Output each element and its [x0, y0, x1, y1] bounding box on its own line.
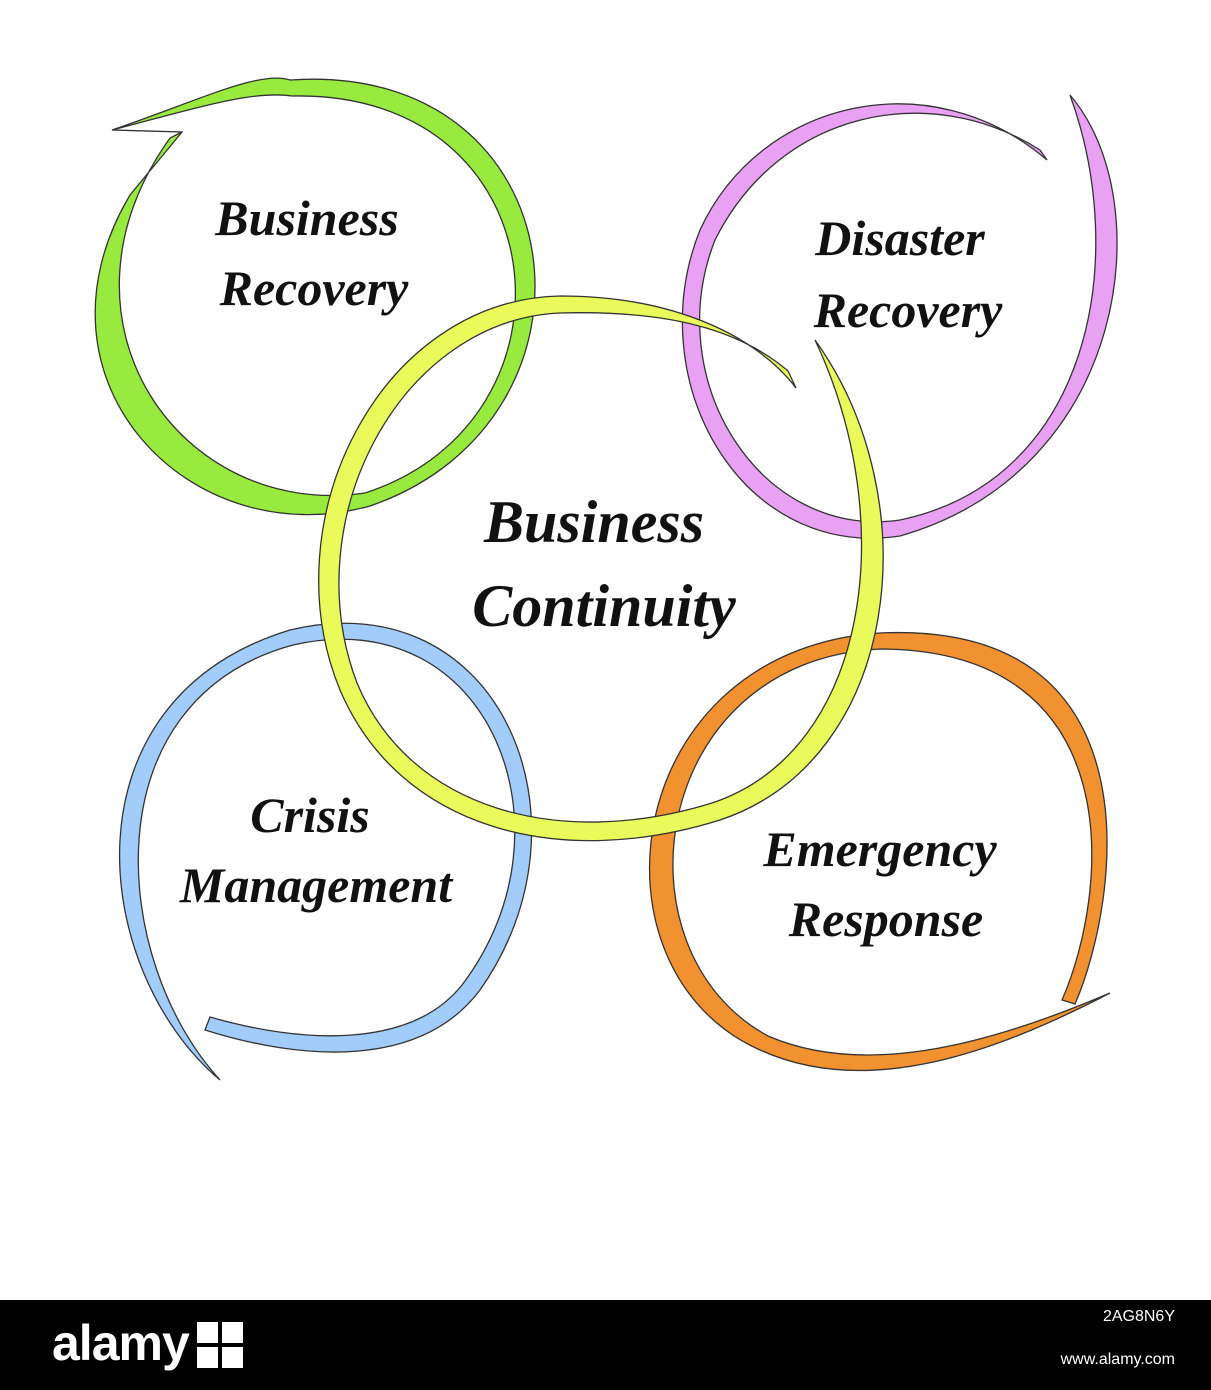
- business-recovery-ring: [94, 77, 536, 516]
- business-recovery-arc: [94, 77, 536, 516]
- business-continuity-ring: [318, 295, 884, 842]
- alamy-logo: alamy: [52, 1314, 243, 1372]
- alamy-logo-mark-icon: [196, 1322, 243, 1368]
- disaster-recovery-label-line2: Recovery: [813, 282, 1004, 338]
- crisis-management-label-line1: Crisis: [250, 787, 370, 843]
- business-continuity-diagram: Business Recovery Disaster Recovery Busi…: [94, 77, 1118, 1081]
- stock-image-id: 2AG8N6Y: [1102, 1308, 1175, 1325]
- business-continuity-arc: [318, 295, 884, 842]
- disaster-recovery-label-line1: Disaster: [814, 210, 985, 266]
- emergency-response-label-line2: Response: [788, 891, 983, 947]
- emergency-response-arc: [649, 632, 1111, 1072]
- site-url: www.alamy.com: [1060, 1351, 1175, 1368]
- crisis-management-arc: [118, 622, 533, 1081]
- business-continuity-label-line2: Continuity: [472, 573, 736, 639]
- alamy-logo-text: alamy: [52, 1315, 190, 1371]
- emergency-response-label-line1: Emergency: [762, 821, 997, 877]
- crisis-management-label-line2: Management: [179, 857, 454, 913]
- stock-footer-bar: alamy 2AG8N6Y www.alamy.com: [0, 1300, 1211, 1390]
- disaster-recovery-ring: [681, 94, 1118, 539]
- business-continuity-label-line1: Business: [483, 489, 704, 555]
- business-recovery-label-line2: Recovery: [219, 260, 410, 316]
- crisis-management-ring: [118, 622, 533, 1081]
- business-recovery-label-line1: Business: [214, 190, 398, 246]
- disaster-recovery-arc: [681, 94, 1118, 539]
- emergency-response-ring: [649, 632, 1111, 1072]
